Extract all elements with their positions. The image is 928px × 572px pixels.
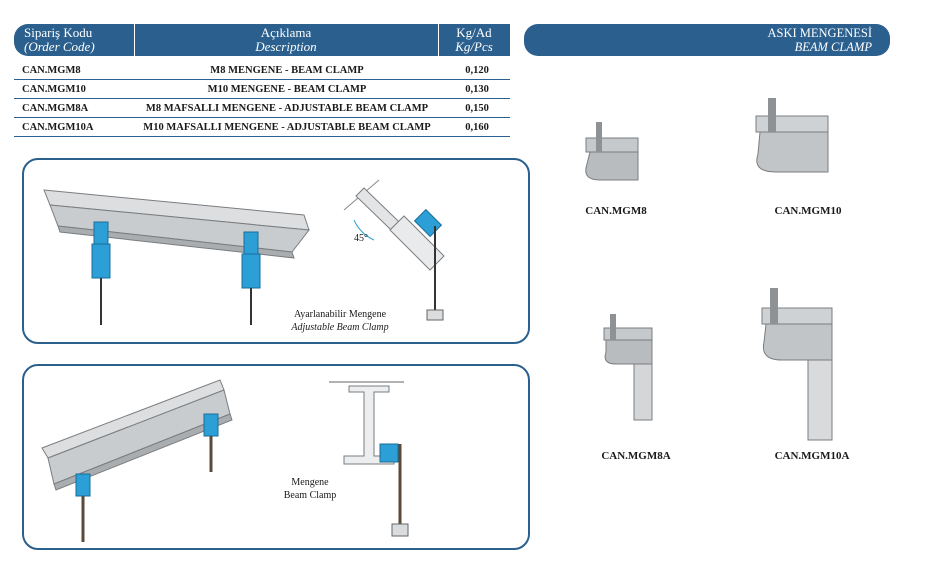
product-table: CAN.MGM8 M8 MENGENE - BEAM CLAMP 0,120 C… <box>14 61 510 137</box>
rod-fitting <box>391 523 409 537</box>
header-weight: Kg/Ad Kg/Pcs <box>438 24 510 56</box>
section-header: ASKI MENGENESİ BEAM CLAMP <box>524 24 890 56</box>
caption-en: Beam Clamp <box>283 490 337 501</box>
beam-bottom-flange <box>57 225 295 259</box>
beam-bottom-flange <box>53 413 233 491</box>
header-order-code-en: (Order Code) <box>24 39 95 54</box>
table-row: CAN.MGM10A M10 MAFSALLI MENGENE - ADJUST… <box>14 117 510 137</box>
header-description: Açıklama Description <box>134 24 438 56</box>
section-title-en: BEAM CLAMP <box>794 39 872 54</box>
description-cell: M8 MENGENE - BEAM CLAMP <box>130 61 444 80</box>
header-description-tr: Açıklama <box>260 25 312 40</box>
order-code-cell: CAN.MGM10A <box>14 117 130 137</box>
adjustable-clamp-caption: Ayarlanabilir Mengene Adjustable Beam Cl… <box>270 308 410 334</box>
header-description-en: Description <box>255 39 317 54</box>
angled-beam-flange <box>389 215 445 271</box>
product-label: CAN.MGM8 <box>585 205 647 217</box>
beam-clamp-panel: Mengene Beam Clamp <box>22 364 530 550</box>
description-cell: M10 MAFSALLI MENGENE - ADJUSTABLE BEAM C… <box>130 117 444 137</box>
section-title-tr: ASKI MENGENESİ <box>767 26 872 40</box>
product-image-mgm10a <box>761 288 833 441</box>
order-code-cell: CAN.MGM10 <box>14 79 130 99</box>
table-row: CAN.MGM8 M8 MENGENE - BEAM CLAMP 0,120 <box>14 61 510 80</box>
order-code-cell: CAN.MGM8A <box>14 98 130 118</box>
clamp-body <box>243 231 259 257</box>
header-weight-tr: Kg/Ad <box>456 25 492 40</box>
beam-clamp-caption: Mengene Beam Clamp <box>280 476 340 502</box>
header-order-code-tr: Sipariş Kodu <box>24 25 93 40</box>
product-label: CAN.MGM8A <box>601 450 671 462</box>
weight-cell: 0,130 <box>444 79 510 99</box>
product-image-mgm10 <box>755 98 829 173</box>
header-order-code: Sipariş Kodu (Order Code) <box>24 24 134 56</box>
angle-arc <box>353 219 375 241</box>
product-image-mgm8a <box>603 314 653 421</box>
section-title: ASKI MENGENESİ BEAM CLAMP <box>767 26 872 54</box>
weight-cell: 0,120 <box>444 61 510 80</box>
product-label: CAN.MGM10A <box>774 450 850 462</box>
table-header: Sipariş Kodu (Order Code) Açıklama Descr… <box>14 24 510 56</box>
header-weight-en: Kg/Pcs <box>455 39 493 54</box>
clamp-body <box>203 413 219 437</box>
description-cell: M8 MAFSALLI MENGENE - ADJUSTABLE BEAM CL… <box>130 98 444 118</box>
table-row: CAN.MGM8A M8 MAFSALLI MENGENE - ADJUSTAB… <box>14 98 510 118</box>
header-divider <box>438 24 439 56</box>
description-cell: M10 MENGENE - BEAM CLAMP <box>130 79 444 99</box>
beam-section <box>343 385 395 465</box>
adjustable-clamp-illustration <box>43 179 445 325</box>
weight-cell: 0,150 <box>444 98 510 118</box>
clamp-body <box>379 443 399 463</box>
order-code-cell: CAN.MGM8 <box>14 61 130 80</box>
header-divider <box>134 24 135 56</box>
clamp-body <box>93 221 109 247</box>
adjustable-clamp-panel: 45° Ayarlanabilir Mengene Adjustable Bea… <box>22 158 530 344</box>
clamp-bracket <box>91 243 111 279</box>
rod-fitting <box>426 309 444 321</box>
beam-clamp-illustration <box>41 379 409 542</box>
clamp-bracket <box>241 253 261 289</box>
product-label: CAN.MGM10 <box>774 205 842 217</box>
weight-cell: 0,160 <box>444 117 510 137</box>
table-row: CAN.MGM10 M10 MENGENE - BEAM CLAMP 0,130 <box>14 79 510 99</box>
angle-label: 45° <box>354 233 368 244</box>
caption-en: Adjustable Beam Clamp <box>291 322 389 333</box>
clamp-body <box>75 473 91 497</box>
caption-tr: Mengene <box>291 477 329 488</box>
product-image-mgm8 <box>585 122 639 181</box>
caption-tr: Ayarlanabilir Mengene <box>293 309 387 320</box>
